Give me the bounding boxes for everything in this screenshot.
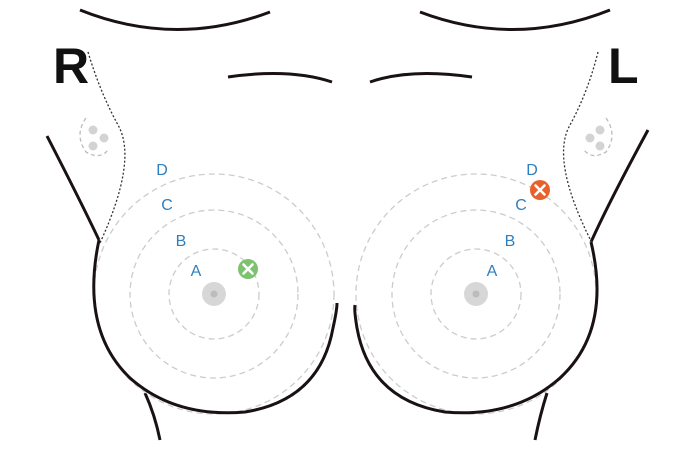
left-breast: A B C D bbox=[353, 162, 599, 415]
left-torso-side bbox=[589, 129, 650, 243]
left-ring-label-c: C bbox=[515, 197, 527, 214]
left-lower-body bbox=[533, 392, 549, 441]
right-ring-b bbox=[168, 248, 260, 340]
left-side-label: L bbox=[608, 38, 639, 94]
left-ring-c bbox=[391, 209, 561, 379]
right-collarbone bbox=[227, 71, 333, 84]
right-shoulder-line bbox=[79, 8, 271, 31]
right-ring-label-a: A bbox=[191, 263, 202, 280]
left-ring-label-d: D bbox=[526, 162, 538, 179]
right-armpit-lymph-nodes bbox=[79, 117, 109, 157]
right-ring-label-d: D bbox=[156, 162, 168, 179]
left-ring-label-a: A bbox=[487, 263, 498, 280]
right-torso-side bbox=[45, 135, 101, 241]
left-armpit-lymph-nodes bbox=[583, 117, 613, 157]
right-side-label: R bbox=[53, 38, 89, 94]
right-ring-label-c: C bbox=[161, 197, 173, 214]
left-shoulder-line bbox=[419, 8, 611, 31]
left-armpit-line bbox=[562, 51, 599, 244]
left-marker-x-icon[interactable] bbox=[530, 180, 550, 200]
right-armpit-line bbox=[87, 51, 126, 244]
right-lower-body bbox=[143, 392, 162, 441]
left-ring-label-b: B bbox=[505, 233, 516, 250]
left-breast-outline bbox=[353, 241, 599, 415]
right-ring-label-b: B bbox=[176, 233, 187, 250]
right-ring-d bbox=[93, 173, 335, 415]
right-breast: A B C D bbox=[92, 162, 339, 415]
right-marker-x-icon[interactable] bbox=[238, 259, 258, 279]
right-breast-outline bbox=[92, 239, 339, 415]
right-ring-c bbox=[129, 209, 299, 379]
left-collarbone bbox=[369, 71, 473, 84]
left-ring-b bbox=[430, 248, 522, 340]
